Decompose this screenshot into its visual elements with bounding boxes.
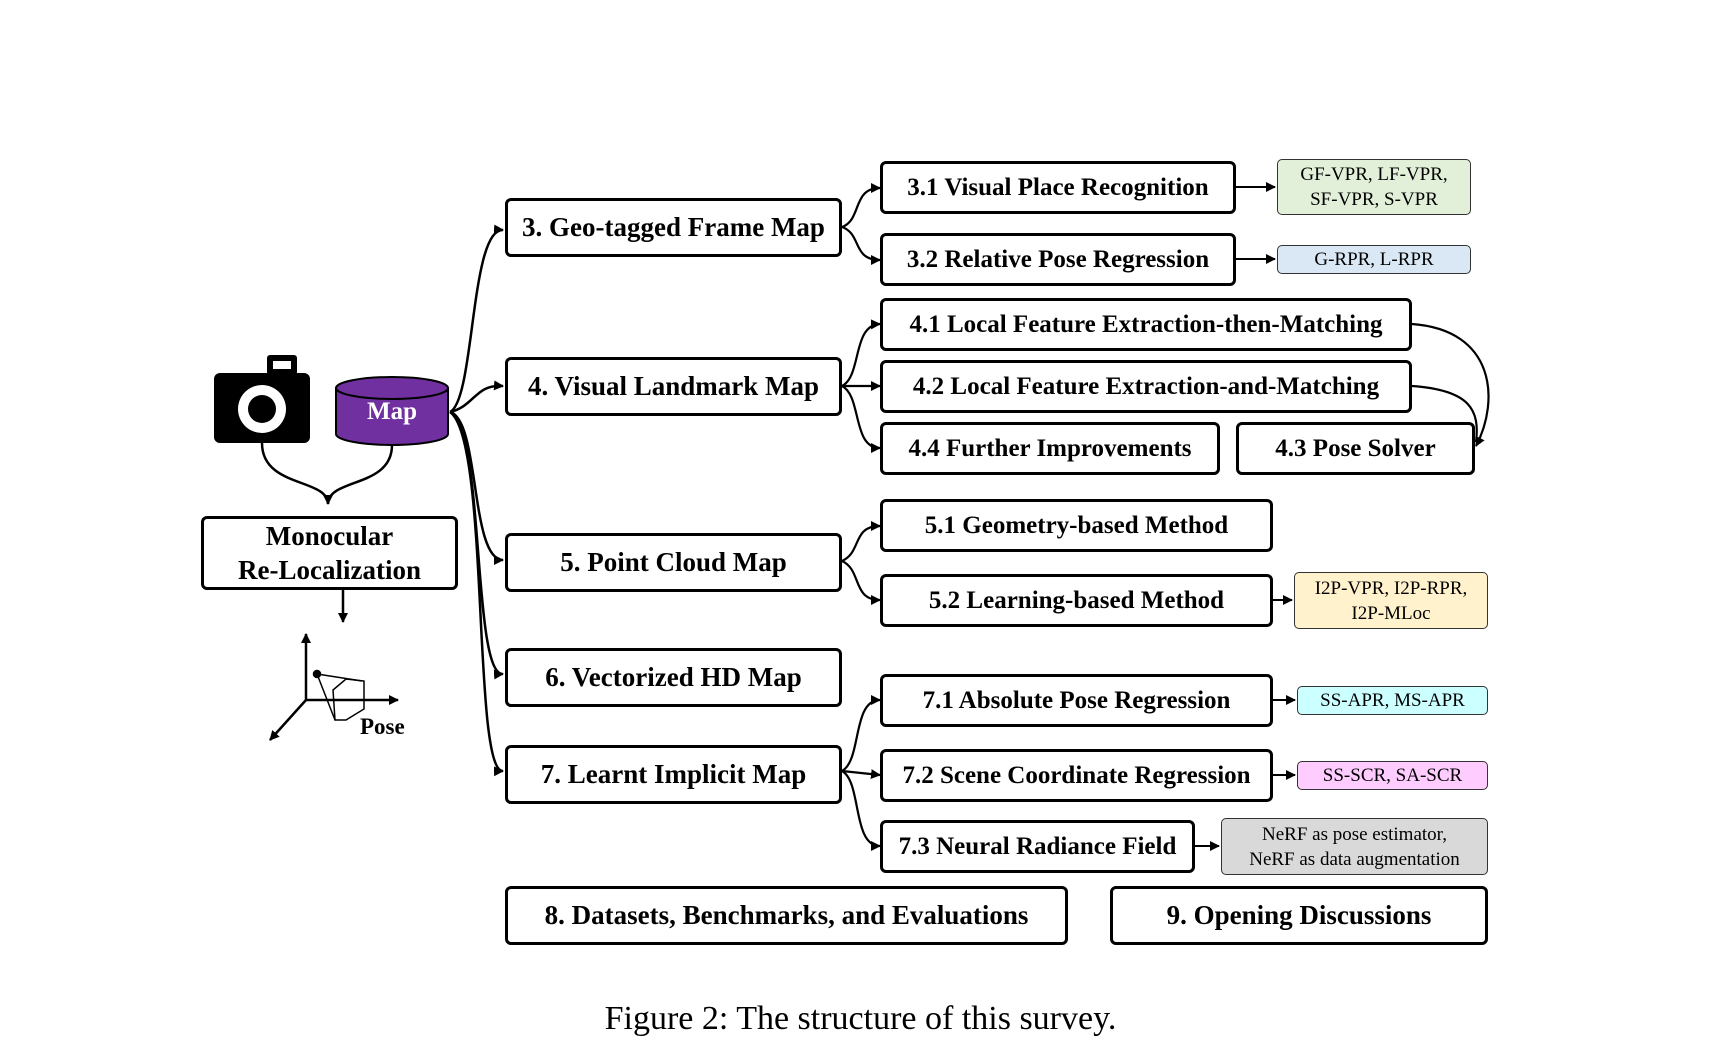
subsection-4-2-box: 4.2 Local Feature Extraction-and-Matchin…	[880, 360, 1412, 413]
tag-3-1-line2: SF-VPR, S-VPR	[1310, 189, 1438, 210]
subsection-7-1-box: 7.1 Absolute Pose Regression	[880, 674, 1273, 727]
tag-7-3: NeRF as pose estimator, NeRF as data aug…	[1221, 818, 1488, 875]
section-4-box: 4. Visual Landmark Map	[505, 357, 842, 416]
tag-3-2: G-RPR, L-RPR	[1277, 245, 1471, 274]
camera-icon	[214, 355, 310, 443]
map-label: Map	[367, 398, 417, 425]
subsection-4-1-box: 4.1 Local Feature Extraction-then-Matchi…	[880, 298, 1412, 351]
figure-caption: Figure 2: The structure of this survey.	[604, 1000, 1117, 1037]
tag-5-2-line2: I2P-MLoc	[1351, 602, 1431, 624]
section-7-box: 7. Learnt Implicit Map	[505, 745, 842, 804]
root-label-line1: Monocular	[265, 521, 394, 551]
map-to-root-connector	[323, 444, 394, 505]
tag-7-3-line1: NeRF as pose estimator,	[1262, 823, 1447, 845]
section-to-subsection-connectors	[841, 183, 1490, 851]
section-3-box: 3. Geo-tagged Frame Map	[505, 198, 842, 257]
subsection-7-3-box: 7.3 Neural Radiance Field	[880, 820, 1195, 873]
camera-to-root-connector	[260, 442, 330, 505]
subsection-4-3-box: 4.3 Pose Solver	[1236, 422, 1475, 475]
tag-3-1: GF-VPR, LF-VPR, SF-VPR, S-VPR	[1277, 159, 1471, 215]
monocular-relocalization-box: Monocular Re-Localization	[201, 516, 458, 590]
subsection-3-1-box: 3.1 Visual Place Recognition	[880, 161, 1236, 214]
tag-7-3-line2: NeRF as data augmentation	[1249, 848, 1460, 870]
map-to-sections-connectors	[449, 224, 504, 777]
subsection-5-2-box: 5.2 Learning-based Method	[880, 574, 1273, 627]
tag-7-1: SS-APR, MS-APR	[1297, 686, 1488, 715]
tag-5-2: I2P-VPR, I2P-RPR, I2P-MLoc	[1294, 572, 1488, 629]
section-8-box: 8. Datasets, Benchmarks, and Evaluations	[505, 886, 1068, 945]
subsection-5-1-box: 5.1 Geometry-based Method	[880, 499, 1273, 552]
pose-label: Pose	[360, 714, 405, 739]
subsection-7-2-box: 7.2 Scene Coordinate Regression	[880, 749, 1273, 802]
subsection-3-2-box: 3.2 Relative Pose Regression	[880, 233, 1236, 286]
map-database-icon	[335, 376, 449, 446]
subsection-4-4-box: 4.4 Further Improvements	[880, 422, 1220, 475]
section-5-box: 5. Point Cloud Map	[505, 533, 842, 592]
section-9-box: 9. Opening Discussions	[1110, 886, 1488, 945]
tag-3-1-line1: GF-VPR, LF-VPR,	[1300, 164, 1448, 185]
section-6-box: 6. Vectorized HD Map	[505, 648, 842, 707]
pose-axes-icon	[269, 633, 399, 741]
tag-5-2-line1: I2P-VPR, I2P-RPR,	[1314, 577, 1468, 599]
root-label-line2: Re-Localization	[238, 555, 421, 585]
subsection-to-tag-connectors	[1195, 182, 1296, 851]
tag-7-2: SS-SCR, SA-SCR	[1297, 761, 1488, 790]
